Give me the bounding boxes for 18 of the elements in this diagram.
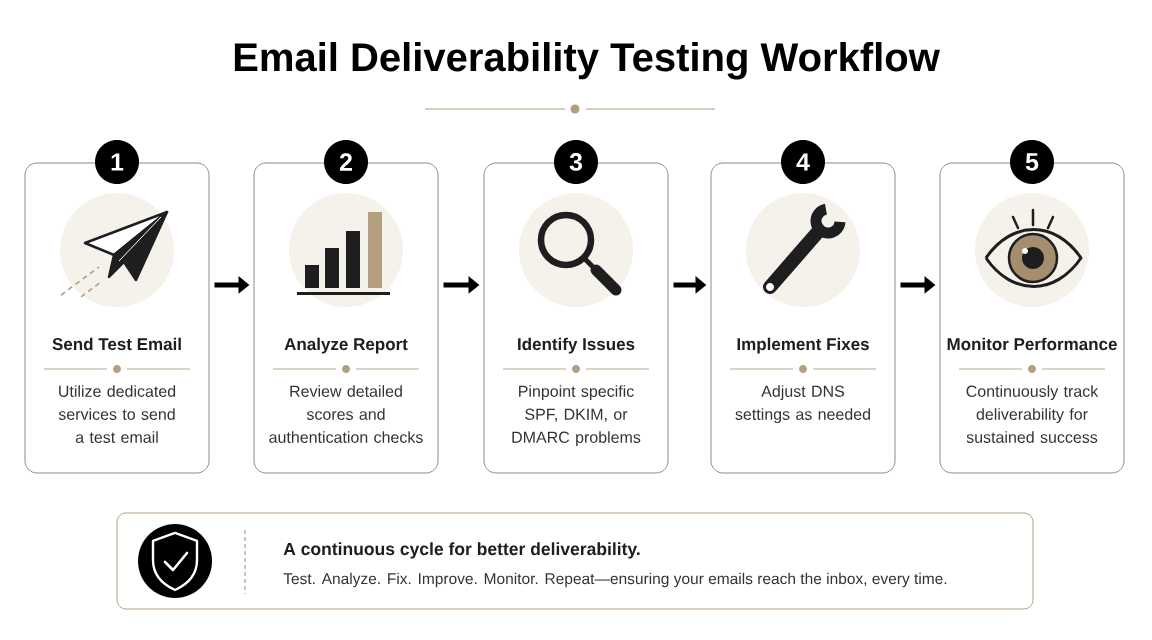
number-badge: 5 (1010, 140, 1054, 184)
step-description: Utilize dedicated services to send a test email (58, 385, 176, 443)
number-badge: 3 (554, 140, 598, 184)
step-title: Identify Issues (518, 337, 635, 354)
step-title: Implement Fixes (737, 337, 869, 354)
step-description: Adjust DNS settings as needed (735, 385, 870, 424)
step-title: Analyze Report (284, 337, 408, 354)
banner-text: Test. Analyze. Fix. Improve. Monitor. Repeat—ensuring your emails reach the inbox, every time. (283, 572, 947, 588)
step-title: Send Test Email (52, 337, 181, 351)
number-badge: 4 (781, 140, 825, 184)
number-badge: 1 (95, 140, 139, 184)
step-description: Continuously track deliverability for sustained success (966, 385, 1099, 443)
step-description: Review detailed scores and authentication checks (269, 385, 423, 443)
title: Email Deliverability Testing Workflow (234, 42, 940, 80)
step-title: Monitor Performance (947, 337, 1117, 351)
step-description: Pinpoint specific SPF, DKIM, or DMARC problems (512, 385, 641, 447)
banner-heading: A continuous cycle for better deliverability. (283, 542, 640, 559)
number-badge: 2 (324, 140, 368, 184)
